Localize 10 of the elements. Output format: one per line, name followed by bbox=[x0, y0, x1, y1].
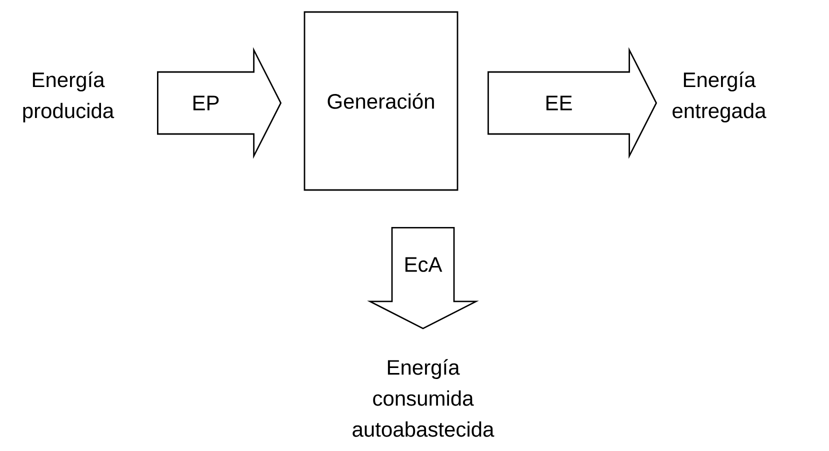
node-text: Energía entregada bbox=[672, 72, 766, 122]
process-box: Generación bbox=[304, 11, 458, 191]
node-text: Energía consumida autoabastecida bbox=[352, 359, 494, 437]
block-arrow bbox=[367, 227, 479, 330]
edge-label: EcA bbox=[405, 257, 442, 272]
edge-label: EP bbox=[193, 96, 219, 110]
node-text: Energía producida bbox=[23, 72, 114, 122]
block-arrow bbox=[157, 47, 282, 159]
block-arrow bbox=[488, 47, 658, 159]
edge-label: EE bbox=[546, 96, 572, 110]
